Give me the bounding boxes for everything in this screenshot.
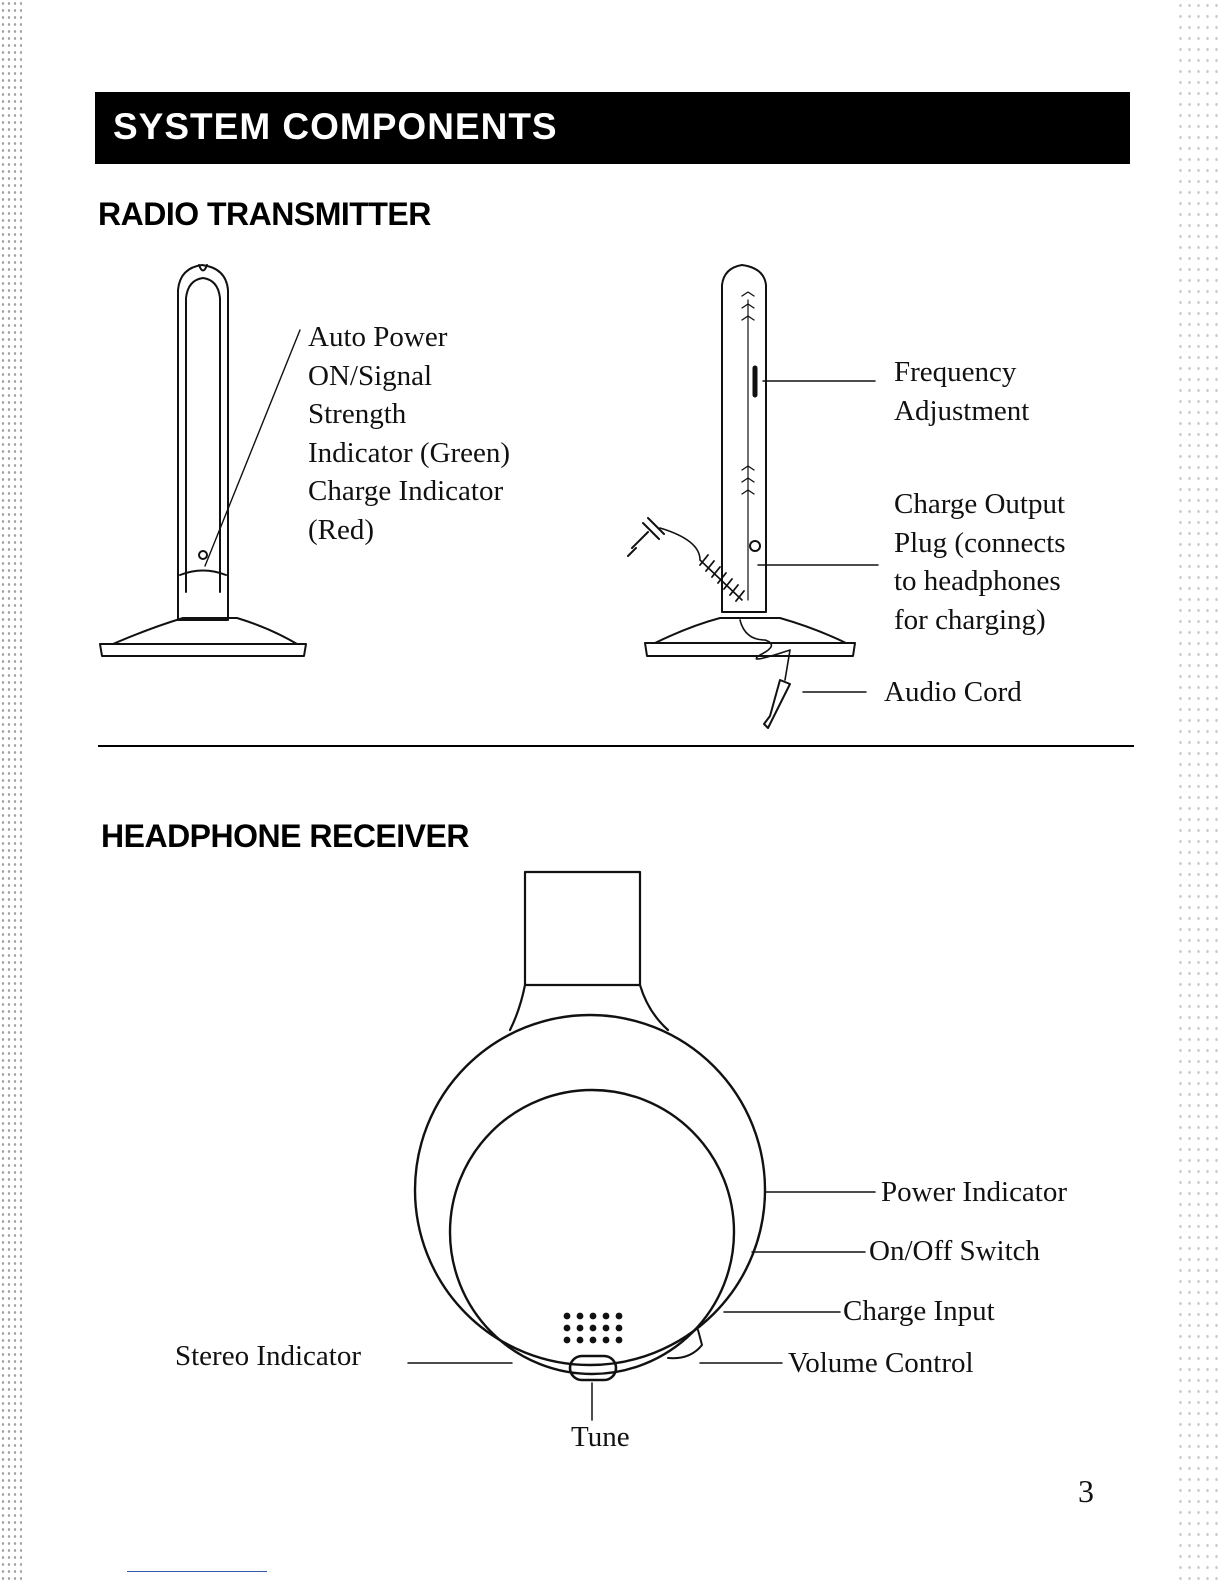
transmitter-side-base-top bbox=[655, 618, 846, 643]
charge-output-jack bbox=[750, 541, 760, 551]
stereo-indicator-label: Stereo Indicator bbox=[175, 1337, 361, 1376]
transmitter-side-base bbox=[645, 643, 855, 656]
section-divider bbox=[98, 745, 1134, 747]
tune-button bbox=[570, 1356, 616, 1380]
headphone-receiver-illustration bbox=[408, 872, 875, 1420]
on-off-switch-label: On/Off Switch bbox=[869, 1232, 1040, 1271]
speaker-grille bbox=[564, 1313, 623, 1344]
frequency-adjustment-label: Frequency Adjustment bbox=[894, 353, 1029, 430]
transmitter-inner-panel bbox=[186, 278, 220, 592]
headband bbox=[525, 872, 640, 985]
audio-cord-plug bbox=[764, 680, 790, 728]
volume-control-label: Volume Control bbox=[788, 1344, 974, 1383]
charge-output-label: Charge Output Plug (connects to headphon… bbox=[894, 485, 1066, 639]
power-indicator-label: Power Indicator bbox=[881, 1173, 1067, 1212]
auto-power-label: Auto Power ON/Signal Strength Indicator … bbox=[308, 318, 510, 549]
earcup-outer bbox=[415, 1015, 765, 1365]
audio-cord-label: Audio Cord bbox=[884, 673, 1022, 712]
transmitter-front-illustration bbox=[100, 265, 306, 656]
headband-left-join bbox=[510, 985, 525, 1030]
transmitter-side-body bbox=[722, 265, 766, 612]
transmitter-base bbox=[100, 644, 306, 656]
auto-power-indicator-led bbox=[199, 551, 207, 559]
audio-cord bbox=[740, 620, 790, 680]
page-number: 3 bbox=[1078, 1473, 1094, 1510]
charge-input-label: Charge Input bbox=[843, 1292, 995, 1331]
transmitter-base-top bbox=[113, 618, 297, 644]
transmitter-side-illustration bbox=[628, 265, 878, 728]
charge-plug-tip bbox=[628, 518, 664, 556]
bottom-rule bbox=[127, 1571, 267, 1572]
tune-label: Tune bbox=[571, 1418, 630, 1457]
